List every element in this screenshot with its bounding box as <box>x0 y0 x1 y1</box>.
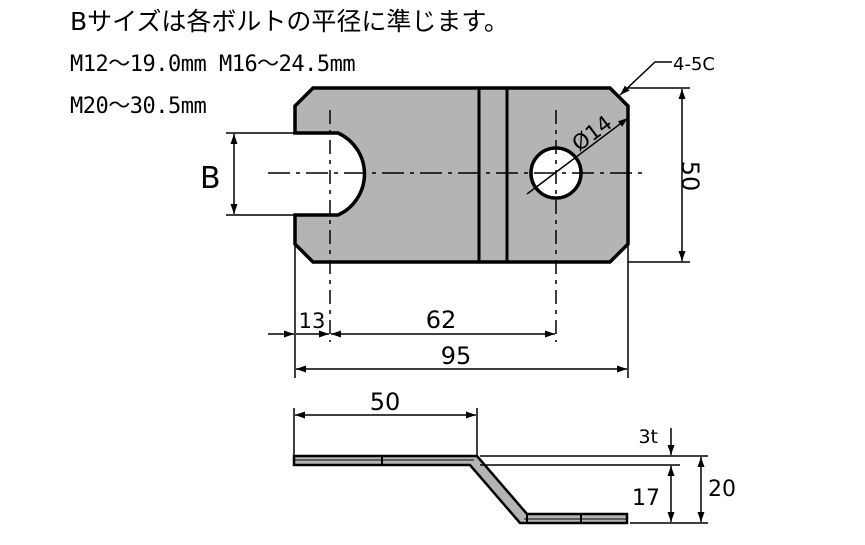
dim-62-label: 62 <box>426 306 457 334</box>
dim-95-label: 95 <box>441 342 472 370</box>
dim-3t-label: 3t <box>638 426 658 448</box>
size-note-line-2: M20～30.5mm <box>70 94 207 119</box>
size-note-line-1: M12～19.0mm M16～24.5mm <box>70 52 356 77</box>
side-view: 50 3t 17 20 <box>292 388 736 525</box>
dim-17-label: 17 <box>632 486 660 511</box>
plate-outline <box>293 86 630 264</box>
hole-leader <box>526 117 629 195</box>
slot-width-label: B <box>200 161 221 196</box>
height-dim-label: 50 <box>676 161 704 192</box>
dim-13-label: 13 <box>299 309 326 333</box>
plan-view: Ø14 4-5C B 50 13 62 95 <box>200 54 715 378</box>
dim-side-50-label: 50 <box>370 388 401 416</box>
size-note-title: Bサイズは各ボルトの平径に準じます。 <box>70 7 509 36</box>
chamfer-label: 4-5C <box>673 54 715 75</box>
dim-20-label: 20 <box>708 477 736 502</box>
chamfer-leader <box>619 61 672 96</box>
bracket-profile <box>292 454 629 525</box>
